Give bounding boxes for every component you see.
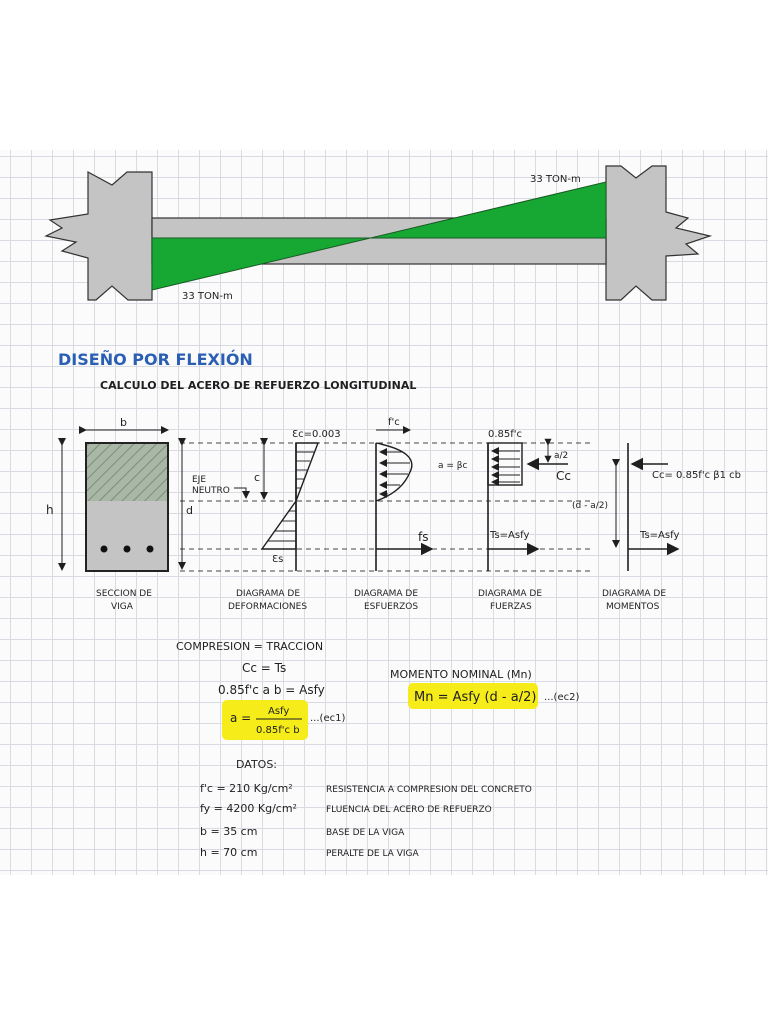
force-a-beta: a = βc xyxy=(438,461,468,471)
mn-title: MOMENTO NOMINAL (Mn) xyxy=(390,668,532,681)
force-caption: FUERZAS xyxy=(490,602,532,612)
strain-diagram: Ɛc=0.003 Ɛs DIAGRAMA DE DEFORMACIONES xyxy=(228,429,341,612)
eq-line1: COMPRESION = TRACCION xyxy=(176,640,323,653)
datos-value: fy = 4200 Kg/cm² xyxy=(200,802,297,815)
datos-value: b = 35 cm xyxy=(200,825,257,838)
compression-zone xyxy=(86,443,168,501)
datos-desc: BASE DE LA VIGA xyxy=(326,828,405,838)
section-lower xyxy=(86,501,168,571)
moment-diagram xyxy=(151,181,607,291)
force-a-half: a/2 xyxy=(554,451,568,461)
force-cc: Cc xyxy=(556,469,571,483)
datos-title: DATOS: xyxy=(236,758,277,771)
datos-desc: FLUENCIA DEL ACERO DE REFUERZO xyxy=(326,805,492,815)
strain-caption: DIAGRAMA DE xyxy=(236,589,300,599)
eq-a-lhs: a = xyxy=(230,711,251,725)
dim-d: d xyxy=(186,504,193,517)
eq-ec2: ...(ec2) xyxy=(544,692,579,703)
eq-line2: Cc = Ts xyxy=(242,661,286,675)
neutral-axis-label: NEUTRO xyxy=(192,486,230,496)
moment-caption: MOMENTOS xyxy=(606,602,660,612)
moment-caption: DIAGRAMA DE xyxy=(602,589,666,599)
beam-section: b h SECCION DE VIGA xyxy=(46,416,169,612)
page-subtitle: CALCULO DEL ACERO DE REFUERZO LONGITUDIN… xyxy=(100,379,416,392)
force-ts: Ts=Asfy xyxy=(489,530,529,541)
left-column xyxy=(44,170,153,301)
eq-line3: 0.85f'c a b = Asfy xyxy=(218,683,325,697)
datos-value: h = 70 cm xyxy=(200,846,257,859)
datos-value: f'c = 210 Kg/cm² xyxy=(200,782,293,795)
moment-arm-diagram: Cc= 0.85f'c β1 cb (d - a/2) Ts=Asfy DIAG… xyxy=(572,443,741,612)
strain-caption: DEFORMACIONES xyxy=(228,602,307,612)
force-top: 0.85f'c xyxy=(488,429,522,440)
stress-diagram: f'c fs DIAGRAMA DE ESFUERZOS xyxy=(354,417,434,612)
stress-caption: ESFUERZOS xyxy=(364,602,418,612)
right-column xyxy=(605,165,713,301)
moment-ts: Ts=Asfy xyxy=(639,530,679,541)
rebar xyxy=(146,545,154,553)
mn-eq: Mn = Asfy (d - a/2) xyxy=(414,690,536,705)
page-title: DISEÑO POR FLEXIÓN xyxy=(58,350,253,369)
dim-b: b xyxy=(120,416,127,429)
force-caption: DIAGRAMA DE xyxy=(478,589,542,599)
datos-desc: PERALTE DE LA VIGA xyxy=(326,849,419,859)
equations: COMPRESION = TRACCION Cc = Ts 0.85f'c a … xyxy=(176,640,579,740)
rebar xyxy=(123,545,131,553)
dim-h: h xyxy=(46,503,54,517)
depth-dimensions: d EJE NEUTRO c xyxy=(178,438,268,570)
stress-fs: fs xyxy=(418,530,428,544)
eq-ec1: ...(ec1) xyxy=(310,713,345,724)
beam-elevation: 33 TON-m 33 TON-m xyxy=(44,165,713,302)
eq-a-num: Asfy xyxy=(268,706,289,717)
section-caption: VIGA xyxy=(111,602,134,612)
neutral-axis-label: EJE xyxy=(192,475,206,485)
moment-label-left: 33 TON-m xyxy=(182,291,233,302)
moment-arm: (d - a/2) xyxy=(572,501,608,511)
strain-ec: Ɛc=0.003 xyxy=(292,429,341,440)
dim-c: c xyxy=(254,471,260,484)
highlight-ec1 xyxy=(222,700,308,740)
reference-lines xyxy=(180,442,590,572)
moment-cc: Cc= 0.85f'c β1 cb xyxy=(652,470,741,481)
moment-label-right: 33 TON-m xyxy=(530,174,581,185)
strain-es: Ɛs xyxy=(272,554,283,565)
section-caption: SECCION DE xyxy=(96,589,152,599)
eq-a-den: 0.85f'c b xyxy=(256,725,300,736)
datos: DATOS: f'c = 210 Kg/cm² RESISTENCIA A CO… xyxy=(200,758,532,859)
force-diagram: 0.85f'c a = βc a/2 Cc Ts=Asfy DIAGRAMA D… xyxy=(438,429,571,612)
stress-fc: f'c xyxy=(388,417,400,428)
stress-caption: DIAGRAMA DE xyxy=(354,589,418,599)
datos-desc: RESISTENCIA A COMPRESION DEL CONCRETO xyxy=(326,785,532,795)
rebar xyxy=(100,545,108,553)
highlight-ec2 xyxy=(408,683,538,709)
